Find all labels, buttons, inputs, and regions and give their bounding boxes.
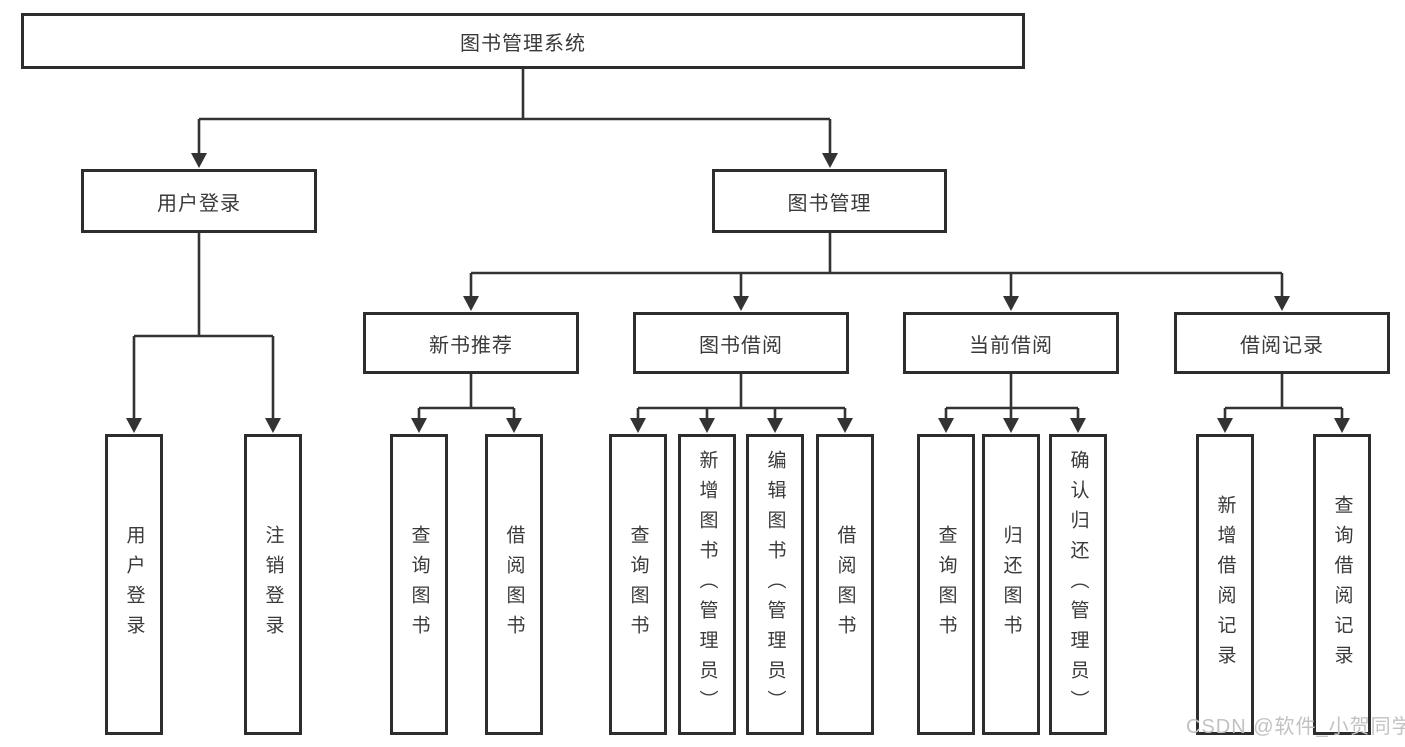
leaf-query-borrow-record: 查询借阅记录 <box>1313 434 1371 735</box>
leaf-label: 查询借阅记录 <box>1331 494 1353 675</box>
leaf-edit-books-admin: 编辑图书（管理员） <box>746 434 804 735</box>
leaf-label: 查询图书 <box>627 524 649 645</box>
leaf-add-borrow-record: 新增借阅记录 <box>1196 434 1254 735</box>
leaf-label: 借阅图书 <box>834 524 856 645</box>
node-library-management-system: 图书管理系统 <box>21 13 1025 69</box>
node-label: 图书管理 <box>787 192 872 215</box>
node-label: 新书推荐 <box>429 334 513 357</box>
node-book-management: 图书管理 <box>712 169 947 233</box>
node-user-login: 用户登录 <box>81 169 317 233</box>
leaf-confirm-return-admin: 确认归还（管理员） <box>1049 434 1107 735</box>
leaf-user-login: 用户登录 <box>105 434 163 735</box>
node-label: 当前借阅 <box>969 334 1053 357</box>
leaf-label: 新增借阅记录 <box>1214 494 1236 675</box>
leaf-return-books: 归还图书 <box>982 434 1040 735</box>
node-new-book-recommend: 新书推荐 <box>363 312 579 374</box>
node-label: 用户登录 <box>157 192 241 215</box>
leaf-query-books-borrow: 查询图书 <box>609 434 667 735</box>
leaf-logout-login: 注销登录 <box>244 434 302 735</box>
leaf-label: 查询图书 <box>935 524 957 645</box>
leaf-label: 编辑图书（管理员） <box>764 449 786 720</box>
node-label: 借阅记录 <box>1240 334 1324 357</box>
leaf-query-books-recommend: 查询图书 <box>390 434 448 735</box>
csdn-watermark: CSDN @软件_小贺同学 <box>1186 716 1405 738</box>
leaf-borrow-books: 借阅图书 <box>816 434 874 735</box>
leaf-label: 确认归还（管理员） <box>1067 449 1089 720</box>
leaf-query-books-current: 查询图书 <box>917 434 975 735</box>
node-current-borrow: 当前借阅 <box>903 312 1119 374</box>
node-label: 图书借阅 <box>699 334 783 357</box>
node-label: 图书管理系统 <box>460 32 586 55</box>
leaf-label: 用户登录 <box>123 524 145 645</box>
leaf-add-books-admin: 新增图书（管理员） <box>678 434 736 735</box>
leaf-borrow-books-recommend: 借阅图书 <box>485 434 543 735</box>
node-borrow-records: 借阅记录 <box>1174 312 1390 374</box>
leaf-label: 查询图书 <box>408 524 430 645</box>
leaf-label: 归还图书 <box>1000 524 1022 645</box>
leaf-label: 借阅图书 <box>503 524 525 645</box>
leaf-label: 新增图书（管理员） <box>696 449 718 720</box>
node-book-borrow: 图书借阅 <box>633 312 849 374</box>
leaf-label: 注销登录 <box>262 524 284 645</box>
